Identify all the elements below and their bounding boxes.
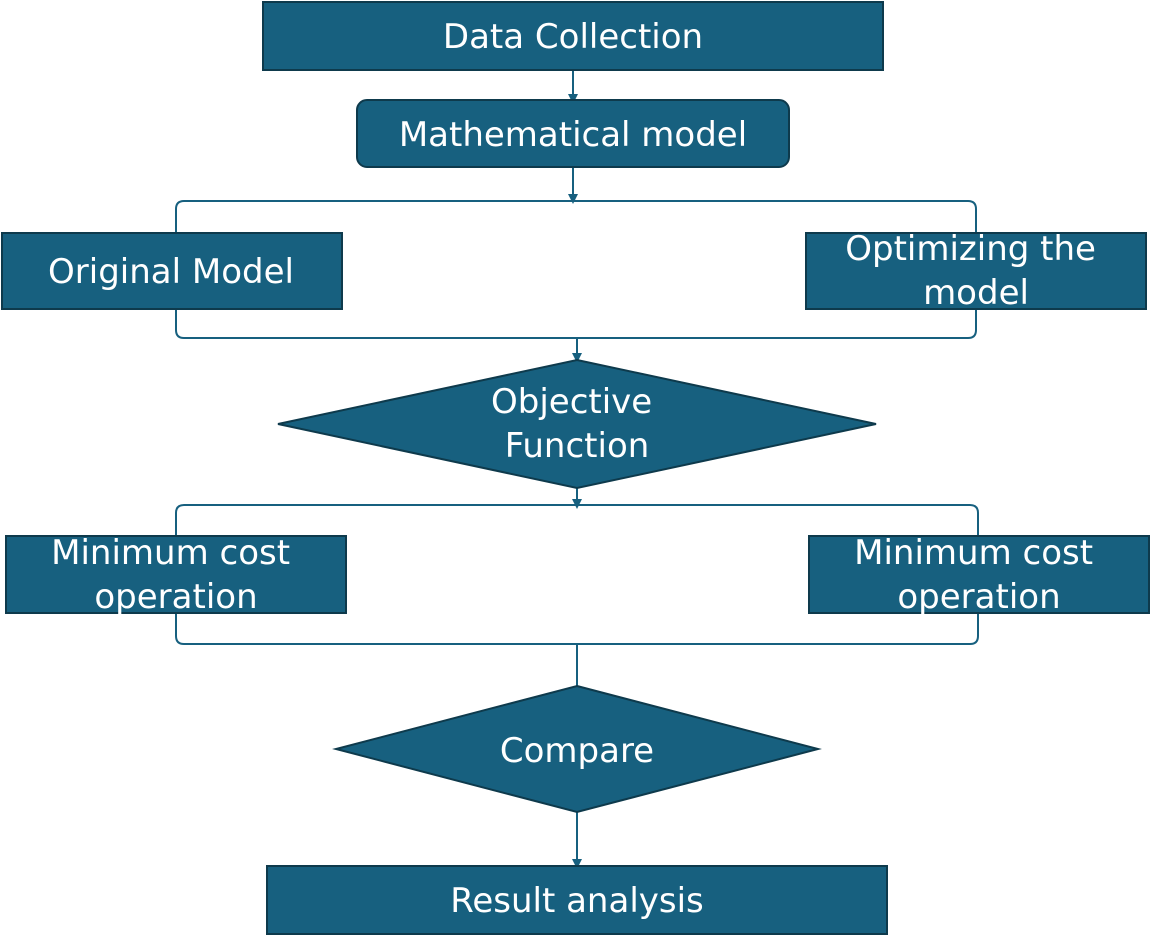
min-cost-right-line-1: Minimum cost bbox=[854, 533, 1093, 573]
result-analysis-box bbox=[266, 865, 888, 935]
split-bracket-top-1 bbox=[175, 200, 977, 232]
optimizing-model-label: Optimizing the model bbox=[845, 229, 1107, 313]
merge-bracket-bottom-2 bbox=[175, 613, 979, 645]
optimizing-model-line-1: Optimizing the bbox=[845, 229, 1096, 269]
min-cost-right-line-2: operation bbox=[897, 577, 1060, 617]
min-cost-left-line-2: operation bbox=[94, 577, 257, 617]
data-collection-label: Data Collection bbox=[443, 17, 703, 57]
mathematical-model-line-1: Mathematical model bbox=[399, 115, 747, 155]
optimizing-model-box bbox=[805, 232, 1147, 310]
mathematical-model-label: Mathematical model bbox=[399, 115, 747, 155]
data-collection-box bbox=[262, 1, 884, 71]
labels: Data Collection Mathematical model Origi… bbox=[48, 17, 1107, 921]
optimizing-model-line-2: model bbox=[923, 273, 1029, 313]
mathematical-model-box bbox=[356, 99, 790, 168]
min-cost-right-box bbox=[808, 535, 1150, 614]
original-model-line-1: Original Model bbox=[48, 252, 294, 292]
result-analysis-label: Result analysis bbox=[450, 881, 704, 921]
objective-function-line-1: Objective bbox=[491, 382, 652, 422]
split-bracket-top-2 bbox=[175, 504, 979, 535]
merge-bracket-bottom-1 bbox=[175, 310, 977, 339]
data-collection-line-1: Data Collection bbox=[443, 17, 703, 57]
objective-function-diamond bbox=[277, 358, 877, 490]
min-cost-right-label: Minimum cost operation bbox=[854, 533, 1104, 617]
compare-diamond bbox=[332, 684, 822, 814]
min-cost-left-line-1: Minimum cost bbox=[51, 533, 290, 573]
connectors bbox=[175, 70, 979, 869]
objective-function-line-2: Function bbox=[505, 426, 650, 466]
min-cost-left-box bbox=[5, 535, 347, 614]
original-model-label: Original Model bbox=[48, 252, 294, 292]
min-cost-left-label: Minimum cost operation bbox=[51, 533, 301, 617]
compare-label: Compare bbox=[500, 731, 654, 771]
result-analysis-line-1: Result analysis bbox=[450, 881, 704, 921]
original-model-box bbox=[1, 232, 343, 310]
objective-function-label: Objective Function bbox=[491, 382, 663, 466]
compare-line-1: Compare bbox=[500, 731, 654, 771]
